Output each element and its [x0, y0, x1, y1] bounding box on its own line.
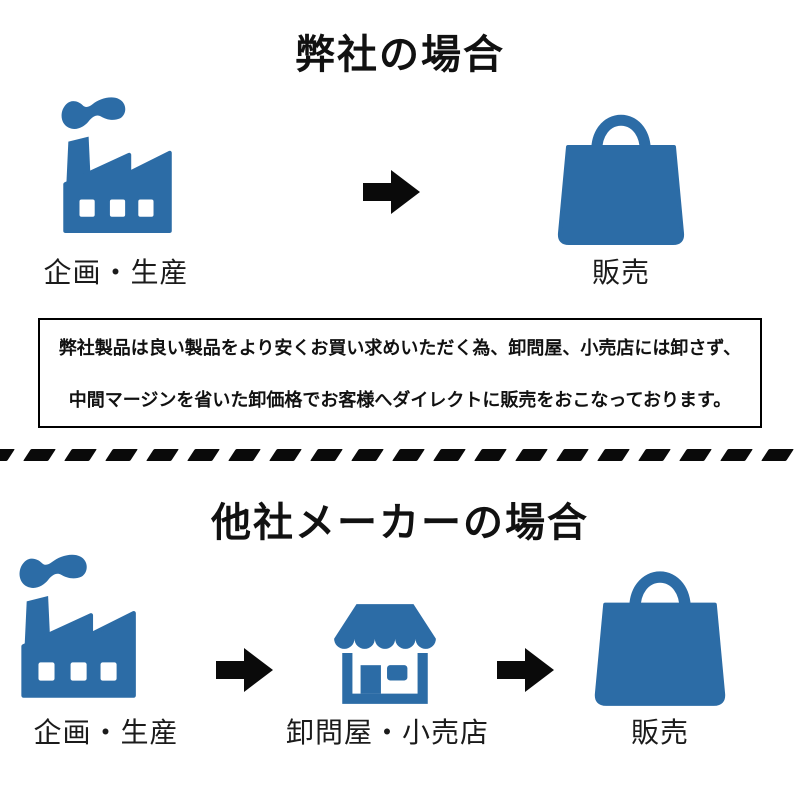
dashed-section-divider: [0, 449, 800, 463]
divider-dash: [638, 449, 671, 461]
divider-dash: [64, 449, 97, 461]
step-label-wholesaler-retailer: 卸問屋・小売店: [286, 717, 490, 748]
direct-sales-note-box: 弊社製品は良い製品をより安くお買い求めいただく為、卸問屋、小売店には卸さず、 中…: [38, 318, 762, 428]
step-label-planning-production: 企画・生産: [33, 717, 179, 748]
divider-dash: [105, 449, 138, 461]
divider-dash: [187, 449, 220, 461]
divider-dashes: [0, 449, 800, 461]
shopping-bag-icon: [556, 97, 686, 247]
arrow-right-icon: [363, 169, 421, 215]
divider-dash: [597, 449, 630, 461]
step-label-planning-production: 企画・生産: [43, 257, 189, 288]
section-title-other-manufacturers: 他社メーカーの場合: [211, 501, 589, 545]
section-title-our-company: 弊社の場合: [295, 33, 505, 77]
arrow-right-icon: [497, 647, 555, 693]
divider-dash: [433, 449, 466, 461]
divider-dash: [228, 449, 261, 461]
divider-dash: [351, 449, 384, 461]
divider-dash: [23, 449, 56, 461]
divider-dash: [761, 449, 794, 461]
divider-dash: [474, 449, 507, 461]
divider-dash: [310, 449, 343, 461]
note-line-1: 弊社製品は良い製品をより安くお買い求めいただく為、卸問屋、小売店には卸さず、: [58, 338, 742, 358]
divider-dash: [269, 449, 302, 461]
storefront-icon: [328, 598, 442, 712]
divider-dash: [556, 449, 589, 461]
step-label-sales: 販売: [630, 717, 689, 748]
step-label-sales: 販売: [591, 257, 650, 288]
divider-dash: [392, 449, 425, 461]
divider-dash: [146, 449, 179, 461]
factory-icon: [58, 93, 174, 237]
note-line-2: 中間マージンを省いた卸価格でお客様へダイレクトに販売をおこなっております。: [68, 390, 732, 410]
factory-icon: [16, 550, 138, 702]
divider-dash: [515, 449, 548, 461]
shopping-bag-icon: [592, 553, 728, 708]
divider-dash: [720, 449, 753, 461]
divider-dash: [679, 449, 712, 461]
arrow-right-icon: [216, 647, 274, 693]
divider-dash: [0, 449, 15, 461]
